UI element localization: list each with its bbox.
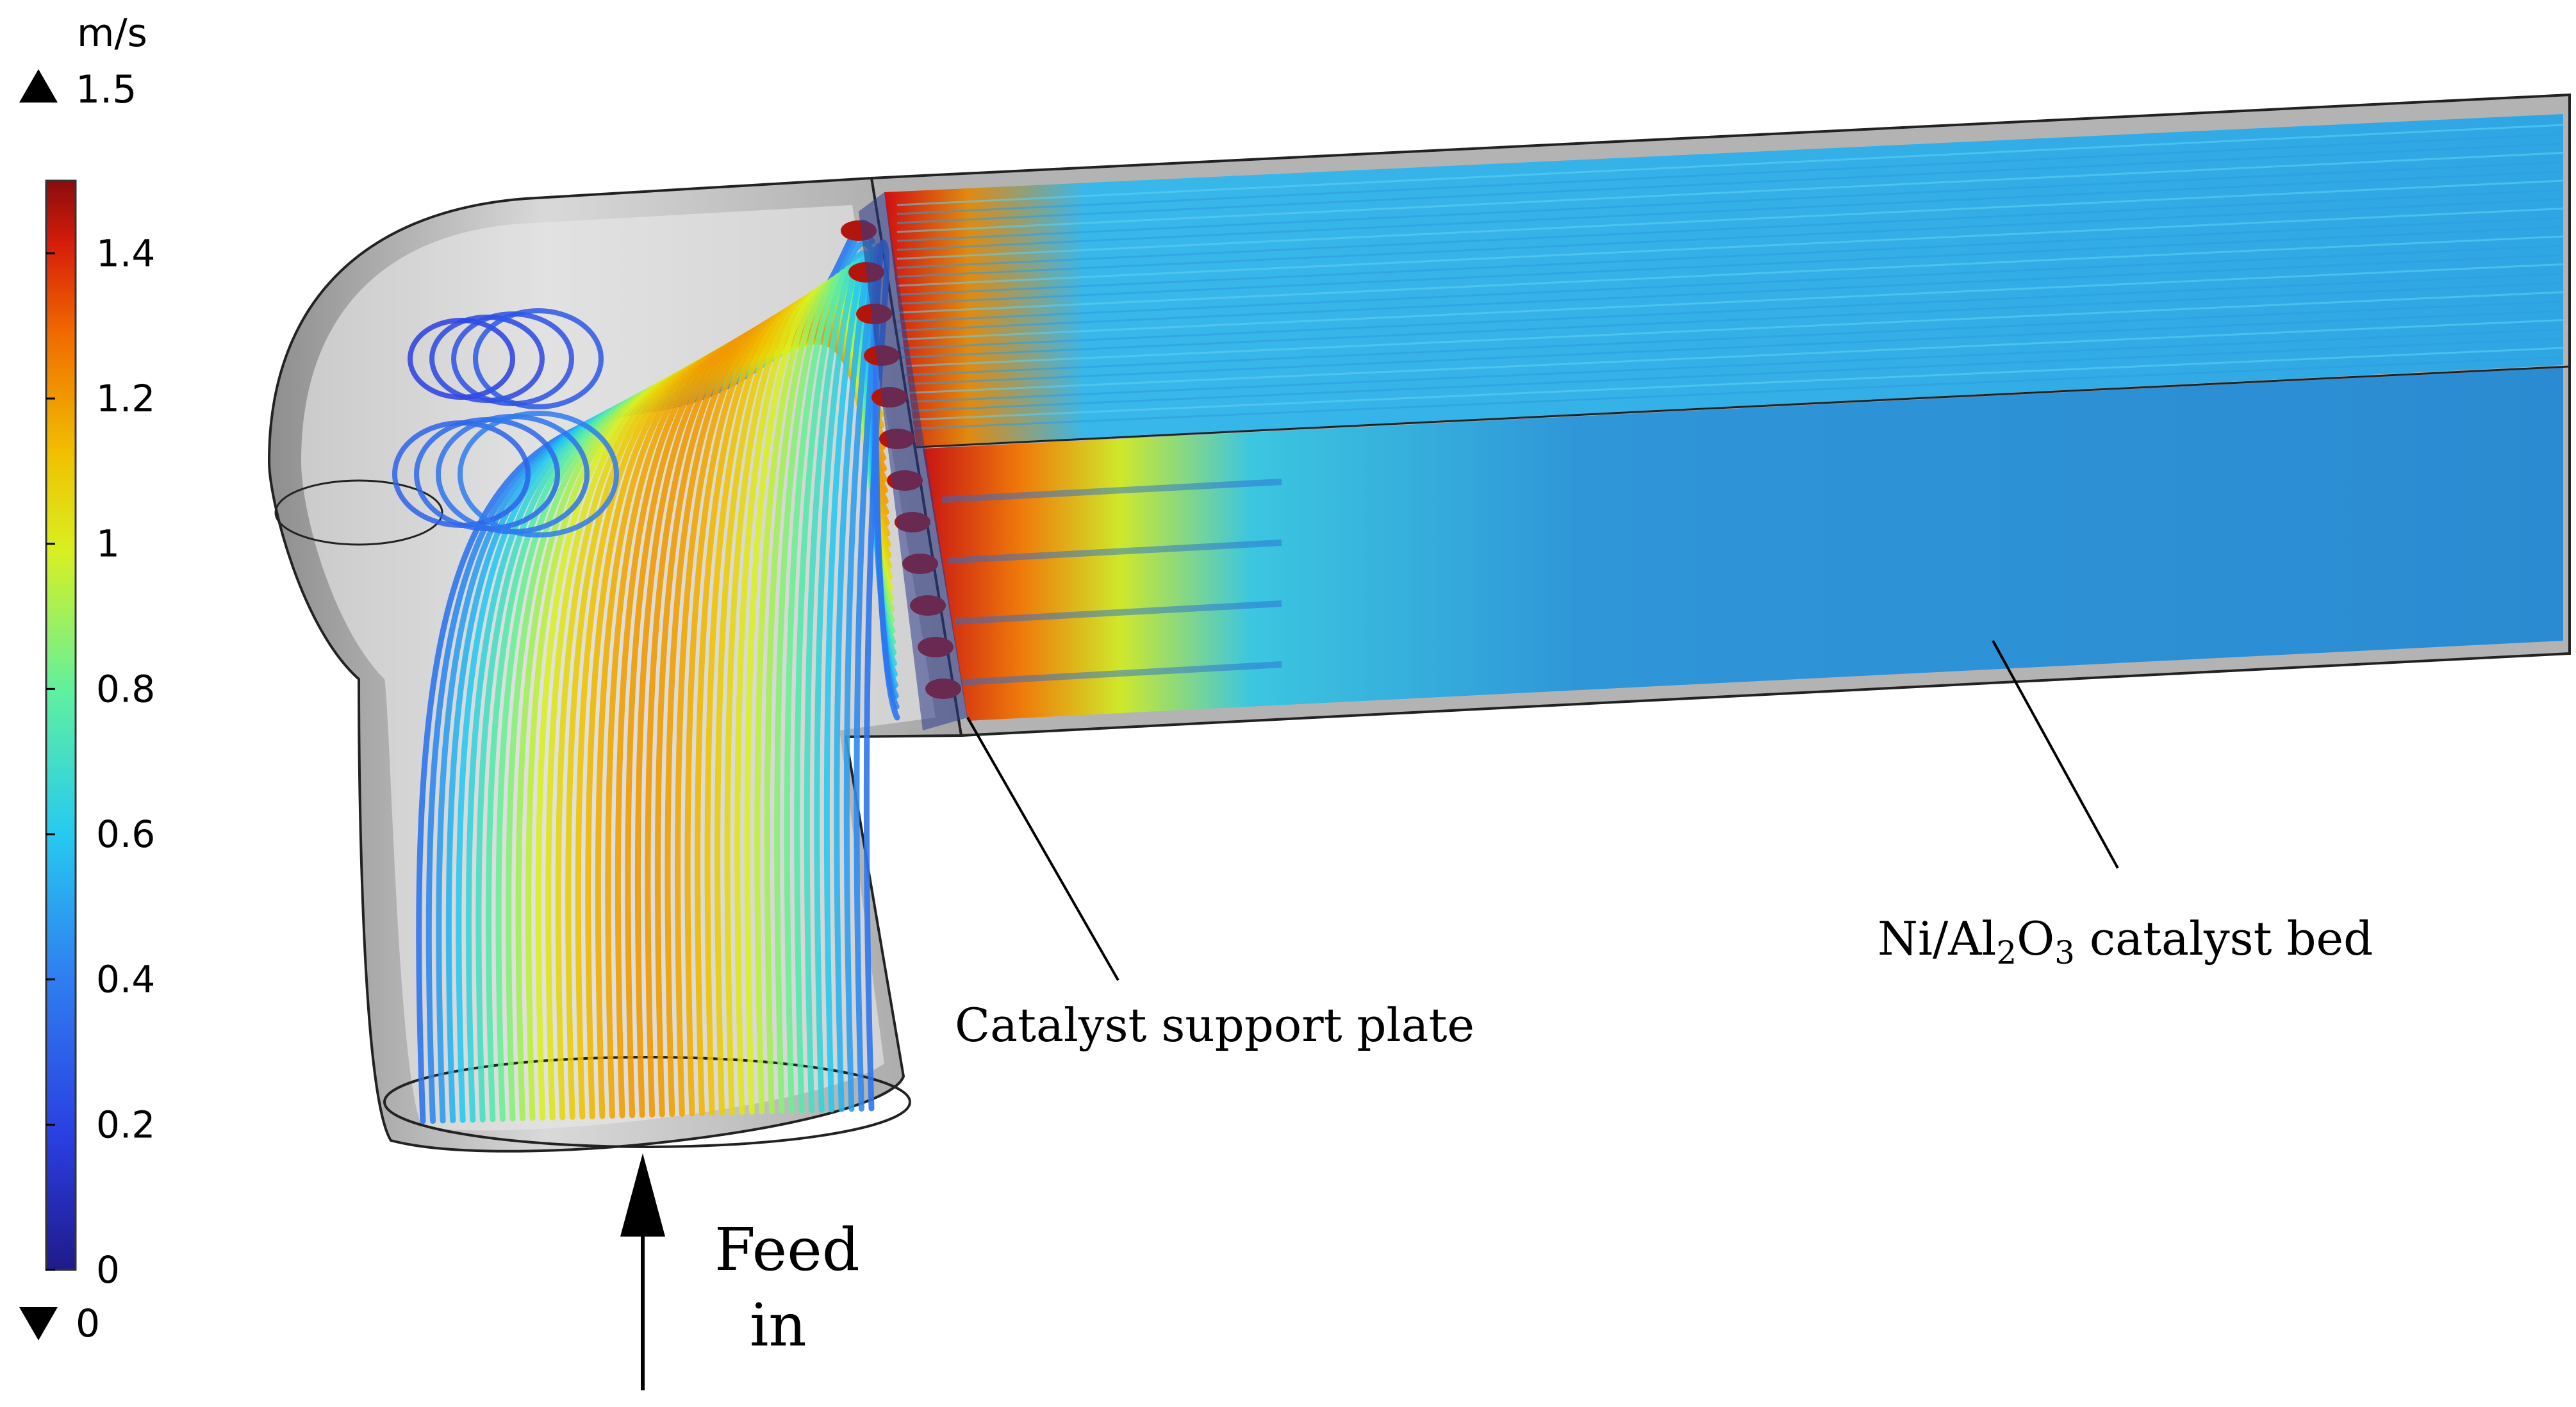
colorbar-tick-label: 1 bbox=[96, 522, 120, 566]
bed-flow-line bbox=[896, 189, 2564, 269]
feed-label-line2: in bbox=[750, 1291, 807, 1360]
bed-flow-line bbox=[896, 179, 2564, 260]
bed-flow-line bbox=[896, 347, 2564, 422]
bed-flow-line bbox=[896, 198, 2564, 278]
bed-channel-stripe bbox=[941, 479, 1282, 503]
catalyst-bed bbox=[870, 93, 2571, 737]
bed-flow-line bbox=[896, 309, 2564, 386]
bed-flow-line bbox=[896, 328, 2564, 404]
bed-flow-line bbox=[896, 235, 2564, 314]
feed-arrow-icon bbox=[620, 1153, 665, 1237]
bed-flow-line bbox=[896, 152, 2564, 233]
colorbar-tick-label: 0.4 bbox=[96, 958, 155, 1001]
colorbar-tick-label: 1.4 bbox=[96, 231, 155, 275]
colorbar-tick-label: 0.6 bbox=[96, 812, 155, 856]
bed-channel-stripe bbox=[948, 539, 1282, 564]
catalyst-bed-leader bbox=[1992, 640, 2119, 869]
bed-flow-line bbox=[896, 319, 2564, 395]
colorbar-tick-label: 1.2 bbox=[96, 377, 155, 420]
colorbar-min-label: 0 bbox=[76, 1301, 100, 1346]
pipe-inlet-rim bbox=[383, 1056, 911, 1148]
bed-flow-line bbox=[896, 300, 2564, 377]
bed-flow-line bbox=[896, 356, 2564, 431]
catalyst-bed-label: Ni/Al2O3 catalyst bed bbox=[1878, 912, 2373, 971]
bed-flow-line bbox=[896, 133, 2564, 215]
bed-flow-line bbox=[896, 254, 2564, 332]
bed-front-face bbox=[923, 368, 2563, 721]
bed-flow-line bbox=[896, 124, 2564, 206]
bed-flow-lines bbox=[896, 124, 2564, 686]
bed-flow-line bbox=[896, 282, 2564, 359]
recirculation-streamline bbox=[473, 308, 604, 409]
bed-flow-line bbox=[896, 217, 2564, 296]
support-plate-label: Catalyst support plate bbox=[955, 998, 1474, 1052]
bed-flow-line bbox=[896, 170, 2564, 251]
colorbar-tick-label: 0.2 bbox=[96, 1103, 155, 1146]
colorbar-tick-label: 0 bbox=[96, 1248, 120, 1292]
colorbar-ticks: 1.4 1.2 1 0.8 0.6 0.4 0.2 0 bbox=[46, 231, 155, 1292]
bed-flow-line bbox=[896, 338, 2564, 413]
support-plate-leader bbox=[966, 717, 1119, 981]
colorbar-max-label: 1.5 bbox=[76, 67, 136, 112]
bed-channel-stripe bbox=[961, 661, 1282, 686]
bed-flow-line bbox=[896, 245, 2564, 323]
pipe-side-rim bbox=[274, 479, 443, 546]
min-triangle-icon bbox=[19, 1307, 58, 1340]
feed-label-line1: Feed bbox=[714, 1215, 860, 1284]
bed-flow-line bbox=[896, 161, 2564, 242]
bed-channel-stripe bbox=[954, 600, 1282, 625]
elbow-pipe bbox=[267, 176, 968, 1153]
bed-flow-line bbox=[896, 263, 2564, 341]
bed-flow-line bbox=[896, 208, 2564, 287]
annotations: Catalyst support plate Ni/Al2O3 catalyst… bbox=[620, 640, 2373, 1390]
bed-flow-line bbox=[896, 291, 2564, 368]
colorbar: m/s 1.5 1.4 1.2 1 0.8 0.6 0.4 0.2 0 0 bbox=[19, 11, 155, 1346]
max-triangle-icon bbox=[19, 69, 58, 103]
bed-flow-line bbox=[896, 142, 2564, 224]
bed-upper-streamlines bbox=[884, 114, 2563, 447]
bed-flow-line bbox=[896, 226, 2564, 305]
support-plate bbox=[859, 192, 968, 730]
colorbar-gradient bbox=[45, 179, 77, 1271]
bed-flow-line bbox=[896, 272, 2564, 350]
colorbar-unit: m/s bbox=[77, 11, 147, 56]
recirculation-streamline bbox=[458, 411, 619, 538]
colorbar-tick-label: 0.8 bbox=[96, 667, 155, 711]
